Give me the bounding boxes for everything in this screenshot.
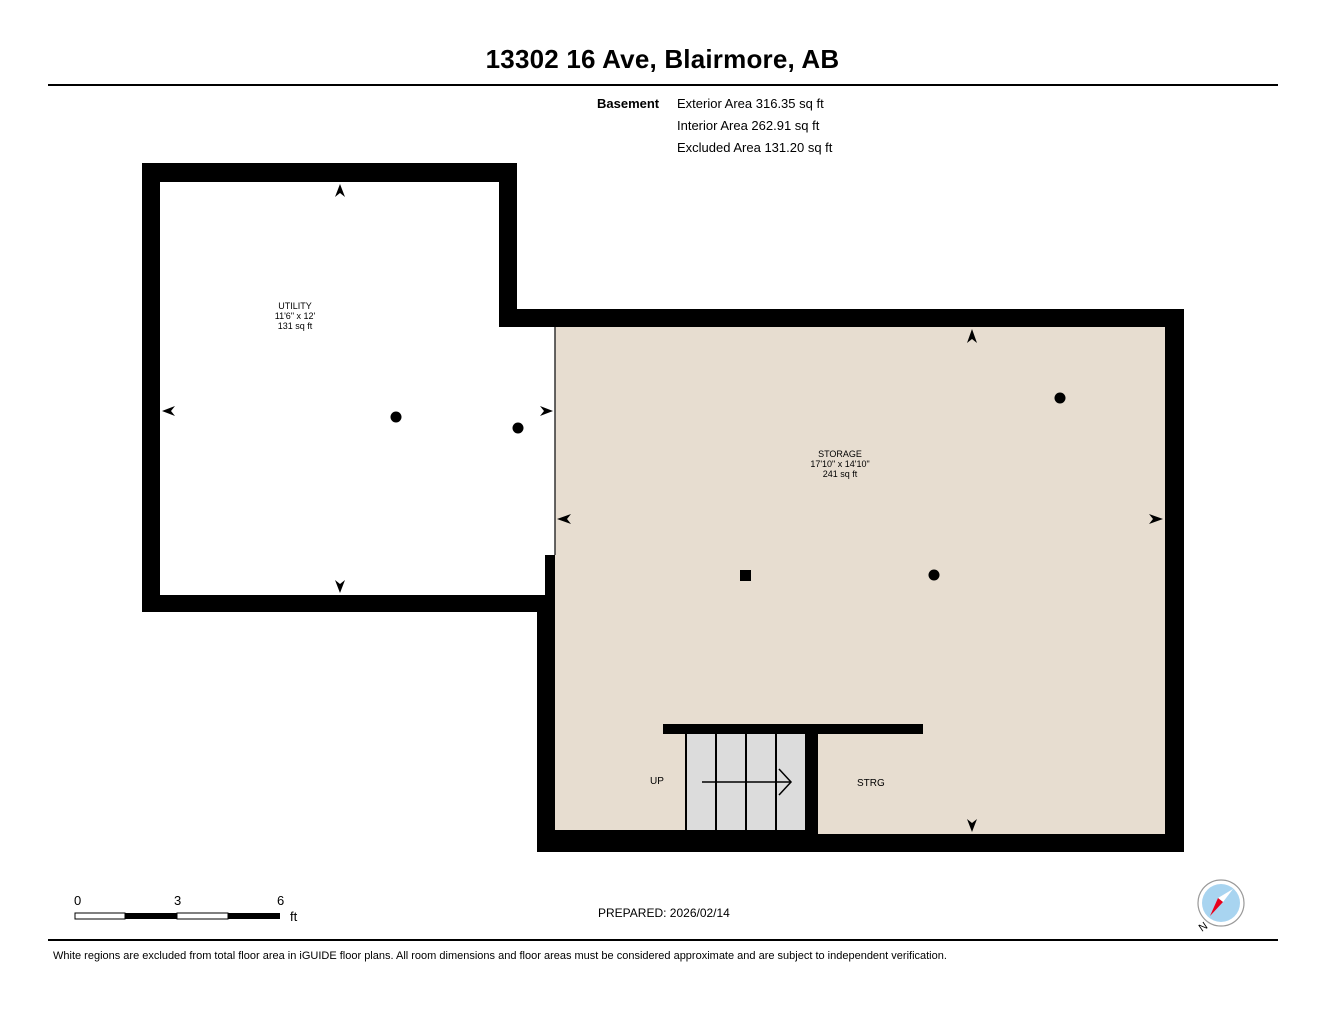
- arrow-down-icon: [967, 819, 977, 832]
- stairs-up-label: UP: [650, 776, 664, 787]
- closet-label: STRG: [857, 778, 885, 789]
- scale-tick: 3: [174, 893, 182, 908]
- fixture-dot-icon: [512, 422, 524, 434]
- arrow-left-icon: [557, 514, 571, 524]
- page-title: 13302 16 Ave, Blairmore, AB: [485, 44, 840, 74]
- footer-rule: [48, 939, 1278, 941]
- arrow-up-icon: [335, 184, 345, 197]
- fixture-markers: [390, 392, 1066, 581]
- arrow-left-icon: [162, 406, 175, 416]
- level-name: Basement: [597, 96, 660, 111]
- closet-floor: [818, 734, 1165, 834]
- fixture-dot-icon: [1054, 392, 1066, 404]
- room-name: STORAGE: [818, 449, 862, 459]
- fixture-square-icon: [740, 570, 751, 581]
- room-dimensions: 17'10" x 14'10": [810, 459, 870, 469]
- scale-bar-graphic: [74, 912, 280, 920]
- scale-unit: ft: [290, 909, 298, 924]
- room-area: 131 sq ft: [277, 321, 313, 331]
- dimension-markers: [162, 184, 1163, 832]
- arrow-right-icon: [1149, 514, 1163, 524]
- disclaimer: White regions are excluded from total fl…: [53, 950, 947, 962]
- arrow-down-icon: [335, 580, 345, 593]
- scale-tick: 6: [277, 893, 285, 908]
- room-name: UTILITY: [278, 301, 312, 311]
- exterior-area: Exterior Area 316.35 sq ft: [677, 96, 824, 111]
- room-label-storage: STORAGE 17'10" x 14'10" 241 sq ft: [810, 449, 869, 479]
- interior-area: Interior Area 262.91 sq ft: [677, 118, 820, 133]
- header-rule: [48, 84, 1278, 86]
- room-area: 241 sq ft: [822, 469, 858, 479]
- fixture-dot-icon: [390, 411, 402, 423]
- prepared-date: PREPARED: 2026/02/14: [598, 906, 730, 920]
- arrow-up-icon: [967, 329, 977, 343]
- room-label-utility: UTILITY 11'6" x 12' 131 sq ft: [275, 301, 316, 331]
- arrow-right-icon: [540, 406, 553, 416]
- compass-icon: N: [1197, 879, 1245, 934]
- stair-direction-arrow-icon: [702, 768, 793, 796]
- walls: [142, 163, 1184, 852]
- room-dimensions: 11'6" x 12': [274, 311, 316, 321]
- excluded-area: Excluded Area 131.20 sq ft: [677, 140, 833, 155]
- fixture-dot-icon: [928, 569, 940, 581]
- scale-tick: 0: [74, 893, 82, 908]
